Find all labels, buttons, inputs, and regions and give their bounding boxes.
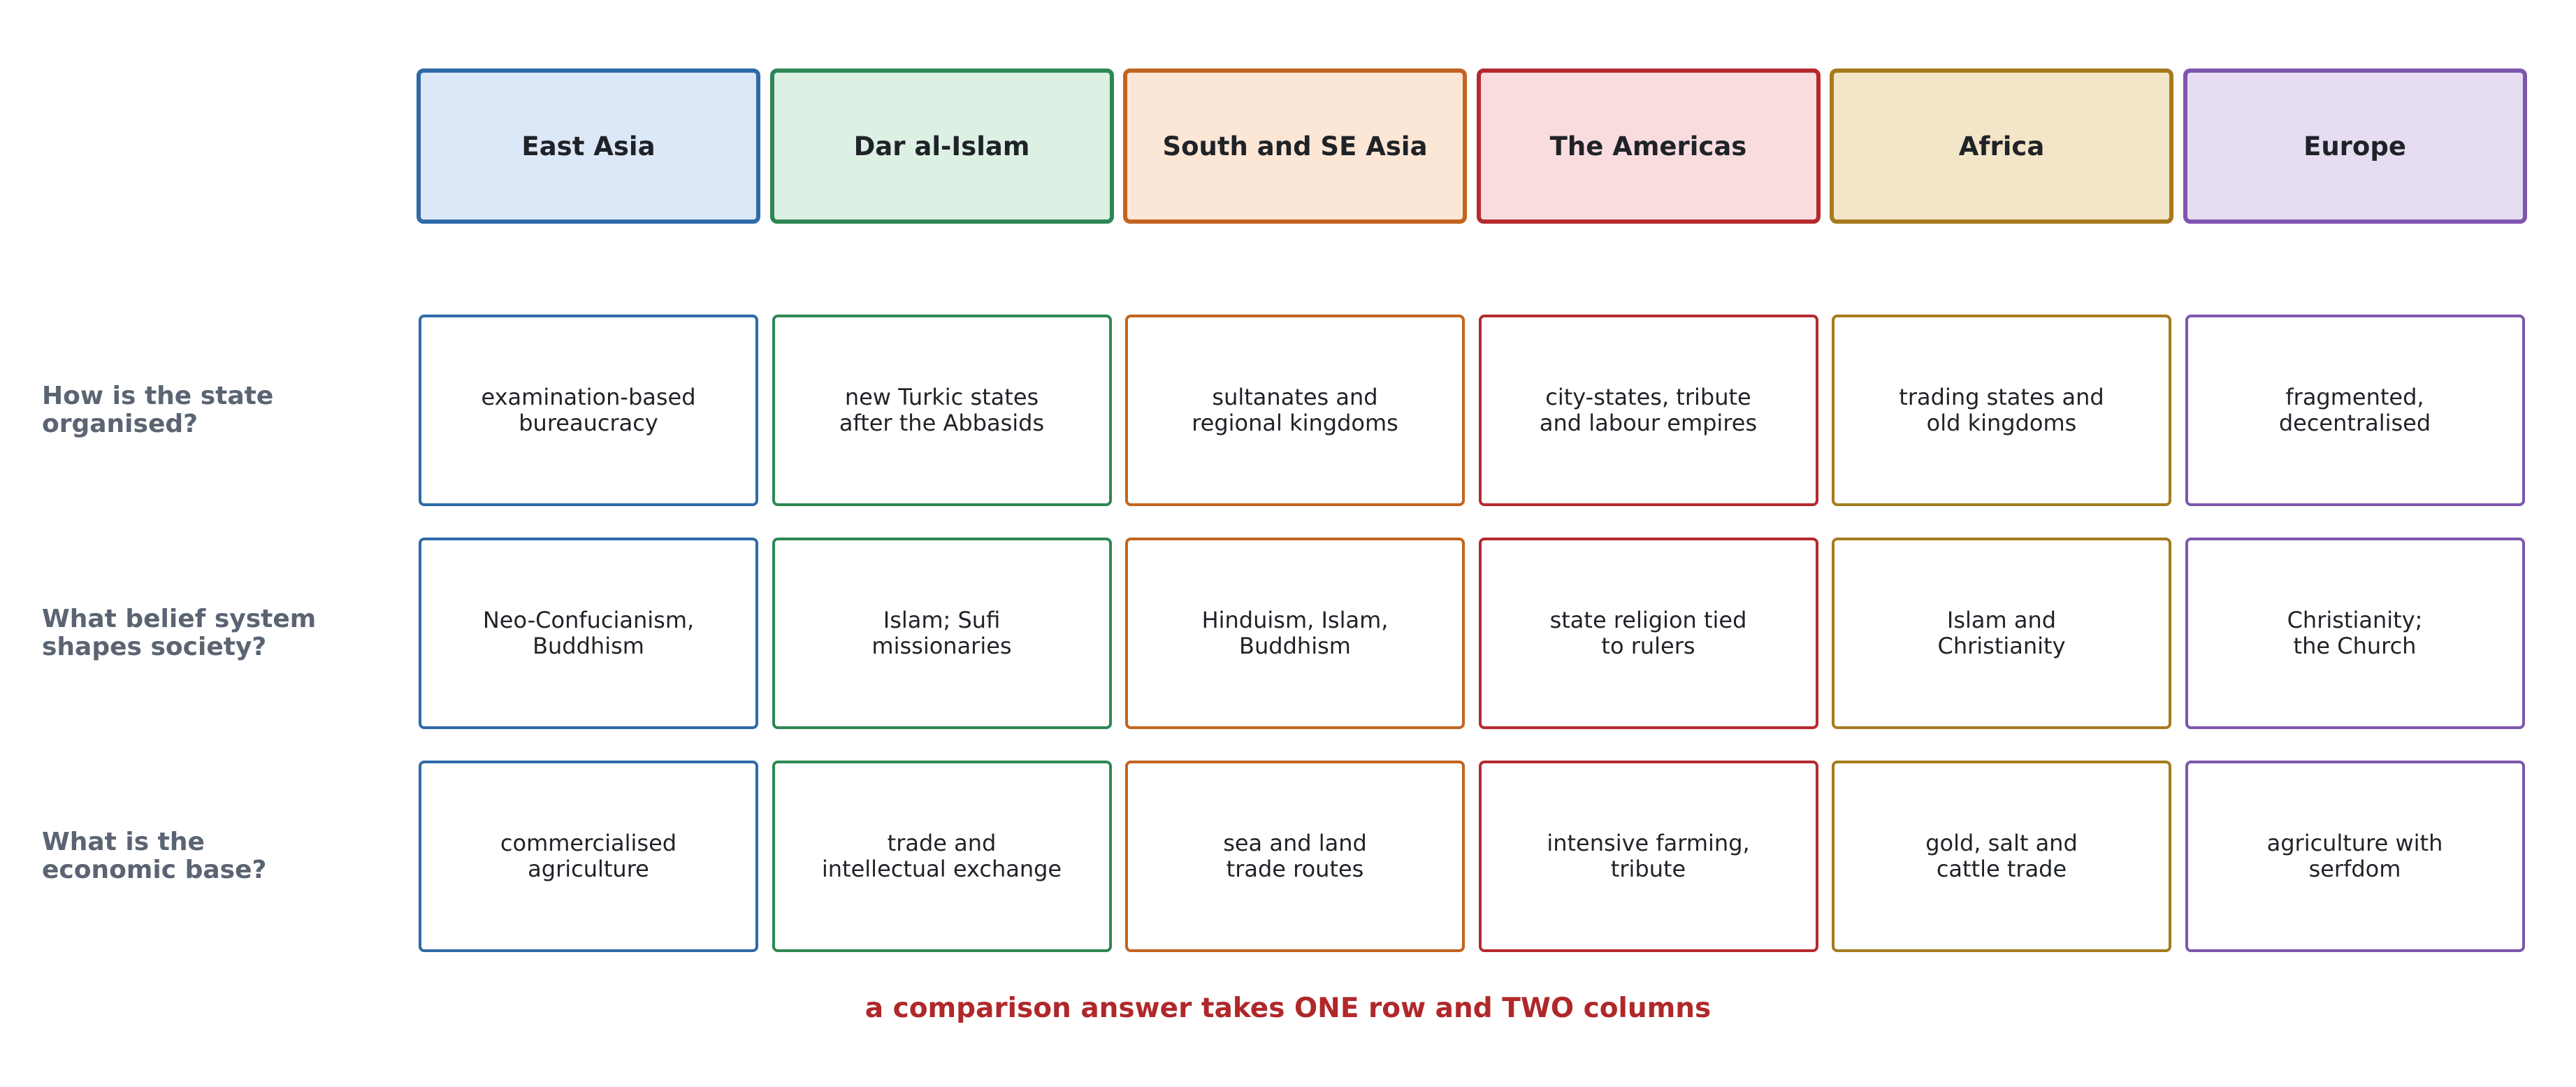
cell-r0-c1: new Turkic states after the Abbasids	[772, 315, 1112, 506]
cell-r1-c1: Islam; Sufi missionaries	[772, 538, 1112, 729]
cell-r1-c4: Islam and Christianity	[1832, 538, 2171, 729]
cell-r0-c0: examination-based bureaucracy	[419, 315, 758, 506]
cell-r2-c4: gold, salt and cattle trade	[1832, 761, 2171, 952]
cell-r2-c0: commercialised agriculture	[419, 761, 758, 952]
row-question-2: What is the economic base?	[42, 828, 267, 884]
cell-r1-c5: Christianity; the Church	[2185, 538, 2525, 729]
cell-r0-c4: trading states and old kingdoms	[1832, 315, 2171, 506]
cell-r1-c0: Neo-Confucianism, Buddhism	[419, 538, 758, 729]
cell-r1-c3: state religion tied to rulers	[1478, 538, 1818, 729]
cell-r2-c1: trade and intellectual exchange	[772, 761, 1112, 952]
cell-r0-c5: fragmented, decentralised	[2185, 315, 2525, 506]
column-header-2: South and SE Asia	[1123, 69, 1467, 224]
cell-r2-c2: sea and land trade routes	[1125, 761, 1465, 952]
cell-r0-c3: city-states, tribute and labour empires	[1478, 315, 1818, 506]
column-header-1: Dar al-Islam	[769, 69, 1114, 224]
cell-r1-c2: Hinduism, Islam, Buddhism	[1125, 538, 1465, 729]
cell-r0-c2: sultanates and regional kingdoms	[1125, 315, 1465, 506]
column-header-3: The Americas	[1476, 69, 1821, 224]
column-header-4: Africa	[1830, 69, 2173, 224]
column-header-5: Europe	[2183, 69, 2527, 224]
footer-note: a comparison answer takes ONE row and TW…	[864, 993, 1712, 1024]
column-header-0: East Asia	[417, 69, 760, 224]
cell-r2-c3: intensive farming, tribute	[1478, 761, 1818, 952]
row-question-1: What belief system shapes society?	[42, 605, 317, 661]
row-question-0: How is the state organised?	[42, 382, 274, 438]
cell-r2-c5: agriculture with serfdom	[2185, 761, 2525, 952]
